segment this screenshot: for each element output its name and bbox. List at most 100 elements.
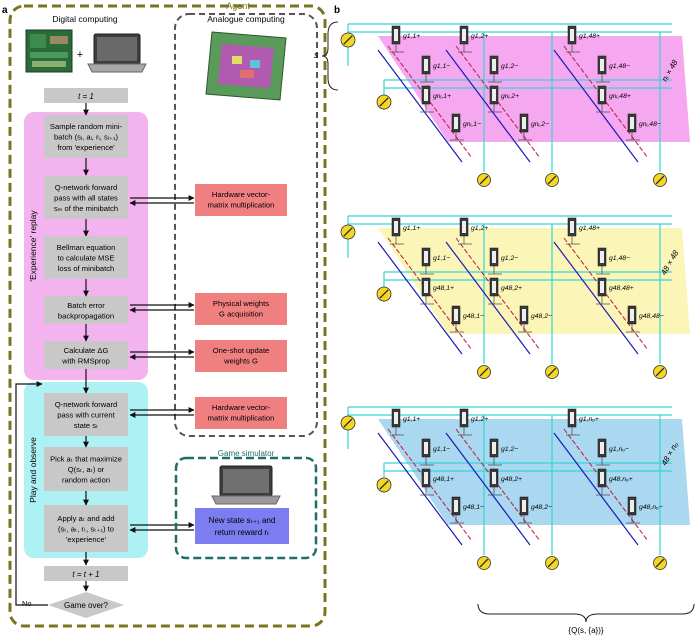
hardware-box-text: matrix multiplication [208,414,275,423]
conductance-label: g48,2− [531,313,552,320]
conductance-label: g1,1+ [403,225,420,232]
input-brace [321,21,339,91]
conductance-label: g1,1+ [403,33,420,40]
step-box: Q-network forward pass with currentstate … [44,393,128,436]
memristor-cell: g48,1+ [420,277,454,305]
bidirectional-arrows [129,195,195,533]
memristor-cell: g1,2− [488,247,518,275]
memristor-cell: g1,1− [420,247,450,275]
crossbar-layers: g1,1+ g1,2+ g1,48+ g1,1− g1,2− g1,48− gnᵢ,1+ gn… [340,23,690,570]
step-box: Sample random mini-batch (sᵢ, aᵢ, rᵢ, sᵢ… [44,115,128,158]
input-voltage-source [340,224,356,240]
conductance-label: g48,48+ [609,285,634,292]
conductance-label: g1,2− [501,255,518,262]
input-voltage-source [340,32,356,48]
conductance-label: g1,1− [433,63,450,70]
memristor-cell: g1,1+ [390,25,420,53]
conductance-label: gnᵢ,1+ [433,93,451,100]
memristor-cell: g1,1+ [390,408,420,436]
step-text: Q-network forward [55,183,117,192]
conductance-label: g48,nₒ+ [609,476,633,483]
conductance-label: g1,1− [433,255,450,262]
step-text: with RMSprop [61,356,110,365]
output-current-meter [477,556,491,570]
circuit-board-image [25,29,73,73]
memristor-cell: g1,1+ [390,217,420,245]
decision-text: Game over? [64,601,109,610]
memristor-chip-image [205,31,287,101]
input-voltage-source [376,286,392,302]
agent-box [8,4,327,628]
memristor-cell: g48,48+ [596,277,634,305]
conductance-label: g48,1− [463,504,484,511]
step-text: Apply aₜ and add [57,514,114,523]
memristor-cell: g48,2+ [488,277,522,305]
output-brace [477,603,695,623]
step-text: random action [62,476,110,485]
hardware-box-rect [195,397,287,429]
step-text: Q-network forward [55,400,117,409]
step-box-rect [44,505,128,552]
play-observe-label: Play and observe [28,437,38,503]
step-text: from 'experience' [57,143,115,152]
step-text: backpropagation [58,311,114,320]
memristor-cell: g48,2+ [488,468,522,496]
memristor-cell: g1,48− [596,247,630,275]
output-current-meter [545,173,559,187]
step-boxes: Sample random mini-batch (sᵢ, aᵢ, rᵢ, sᵢ… [44,115,128,552]
conductance-label: g1,48+ [579,33,600,40]
new-state-line-1: New state sₜ₊₁ and [209,516,276,525]
hardware-box-rect [195,340,287,372]
memristor-cell: g1,2+ [458,25,488,53]
t-init-box [44,88,128,103]
experience-replay-label: 'Experience' replay [28,210,38,282]
memristor-cell: g1,1− [420,55,450,83]
simulator-laptop-icon [211,465,281,505]
no-label: No [22,599,32,608]
input-wires [347,406,672,555]
memristor-cell: g1,nₒ+ [566,408,599,436]
step-box-rect [44,393,128,436]
memristor-cell: g1,2− [488,438,518,466]
memristor-cell: gnᵢ,2+ [488,85,519,113]
input-voltage-source [376,94,392,110]
output-current-meter [653,365,667,379]
output-current-meter [477,173,491,187]
hardware-box-text: G acquisition [219,310,263,319]
hardware-box-text: matrix multiplication [208,201,275,210]
memristor-cell: g1,2+ [458,408,488,436]
conductance-label: gnᵢ,2+ [501,93,519,100]
step-box-rect [44,176,128,219]
step-text: Pick aₜ that maximize [50,455,122,464]
input-voltage-source [376,477,392,493]
step-text: pass with all states [54,194,118,203]
step-text: Sample random mini- [50,122,123,131]
conductance-label: g48,1+ [433,476,454,483]
hardware-box-text: One-shot update [213,346,270,355]
step-text: state sₜ [74,421,99,430]
memristor-cell: g48,48− [626,305,664,333]
crossbar-layer: g1,1+g1,2+g1,48+g1,1−g1,2−g1,48−gnᵢ,1+gn… [340,23,690,187]
output-current-meter [545,556,559,570]
conductance-label: g1,48− [609,255,630,262]
flow-arrows [15,103,89,606]
panel-a: a Agent Digital computing Analogue compu… [2,1,327,628]
step-text: Q(sₜ, aₜ) or [68,465,105,474]
step-text: pass with current [57,411,115,420]
conductance-label: g1,1− [433,446,450,453]
conductance-label: g1,2− [501,446,518,453]
hardware-box: Hardware vector-matrix multiplication [195,397,287,429]
memristor-cell: g1,2− [488,55,518,83]
conductance-label: g48,2− [531,504,552,511]
input-voltage-source [340,415,356,431]
conductance-label: gnᵢ,2− [531,121,549,128]
conductance-label: g1,1+ [403,416,420,423]
panel-b: b s g1,1+g1,2+g1,48+g1,1−g1,2−g1,48−gnᵢ,… [314,5,695,635]
crossbar-layer: g1,1+g1,2+g1,nₒ+g1,1−g1,2−g1,nₒ−g48,1+g4… [340,406,690,570]
